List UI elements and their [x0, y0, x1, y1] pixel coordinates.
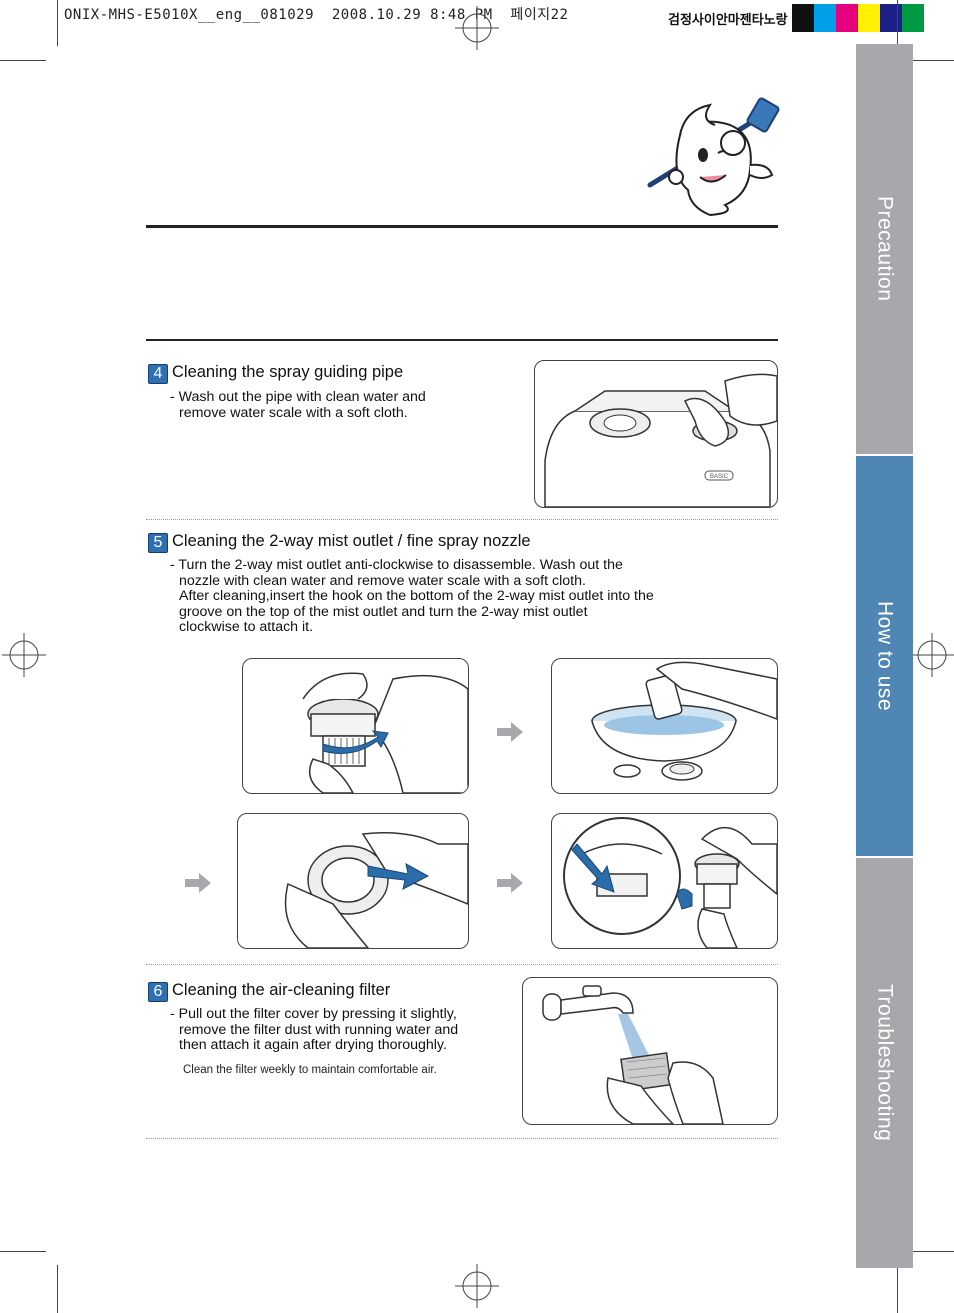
color-bar-label: 검정사이안마젠타노랑: [668, 12, 788, 28]
next-step-arrow-icon: [185, 873, 211, 893]
mascot-illustration: [647, 97, 780, 217]
swatch-green: [901, 4, 924, 32]
tab-precaution[interactable]: Precaution: [856, 44, 913, 454]
illustration-wash-outlet: [551, 658, 778, 794]
step-number-badge: 5: [148, 533, 168, 553]
crop-mark: [0, 60, 46, 61]
section-title: Cleaning the spray guiding pipe: [172, 363, 404, 381]
description-line: groove on the top of the mist outlet and…: [179, 603, 588, 620]
description-line: - Wash out the pipe with clean water and: [170, 389, 426, 405]
section-description: - Pull out the filter cover by pressing …: [170, 1006, 459, 1054]
step-number-badge: 4: [148, 364, 168, 384]
section-divider: [146, 519, 778, 520]
crop-mark: [912, 1251, 954, 1252]
swatch-blue: [879, 4, 902, 32]
swatch-yellow: [857, 4, 880, 32]
description-line: - Turn the 2-way mist outlet anti-clockw…: [170, 557, 623, 573]
section-divider: [146, 1138, 778, 1139]
illustration-attach-outlet: [551, 813, 778, 949]
crop-mark: [897, 0, 898, 46]
description-line: remove the filter dust with running wate…: [179, 1021, 459, 1038]
tab-how-to-use-label: How to use: [873, 600, 897, 712]
illustration-rinse-filter: [522, 977, 778, 1125]
description-line: remove water scale with a soft cloth.: [179, 404, 408, 421]
crop-mark: [57, 0, 58, 46]
crop-mark: [897, 1265, 898, 1313]
crop-mark: [0, 1251, 46, 1252]
section-description: - Turn the 2-way mist outlet anti-clockw…: [170, 557, 654, 636]
registration-target-icon: [455, 1264, 499, 1308]
tab-troubleshooting-label: Troubleshooting: [873, 984, 897, 1142]
color-registration-bar: 검정사이안마젠타노랑: [668, 4, 924, 32]
illustration-badge-text: BASIC: [710, 474, 729, 480]
registration-target-icon: [2, 633, 46, 677]
next-step-arrow-icon: [497, 873, 523, 893]
description-line: - Pull out the filter cover by pressing …: [170, 1006, 457, 1022]
header-rule-bottom: [146, 339, 778, 341]
tab-troubleshooting[interactable]: Troubleshooting: [856, 858, 913, 1268]
section-divider: [146, 964, 778, 965]
swatch-cyan: [813, 4, 836, 32]
illustration-turn-outlet: [242, 658, 469, 794]
description-line: After cleaning,insert the hook on the bo…: [179, 588, 654, 604]
crop-mark: [912, 60, 954, 61]
tab-how-to-use[interactable]: How to use: [856, 456, 913, 856]
illustration-insert-hook: [237, 813, 469, 949]
step-number-badge: 6: [148, 982, 168, 1002]
section-note: Clean the filter weekly to maintain comf…: [183, 1064, 437, 1076]
illustration-wiping-pipe: BASIC: [534, 360, 778, 508]
section-title: Cleaning the air-cleaning filter: [172, 981, 391, 999]
registration-target-icon: [910, 633, 954, 677]
registration-target-icon: [455, 6, 499, 50]
next-step-arrow-icon: [497, 722, 523, 742]
section-title: Cleaning the 2-way mist outlet / fine sp…: [172, 532, 531, 550]
description-line: clockwise to attach it.: [179, 619, 314, 635]
swatch-black: [791, 4, 814, 32]
header-rule-top: [146, 225, 778, 228]
swatch-magenta: [835, 4, 858, 32]
tab-precaution-label: Precaution: [873, 196, 897, 302]
description-line: nozzle with clean water and remove water…: [179, 572, 586, 589]
description-line: then attach it again after drying thorou…: [179, 1037, 447, 1053]
section-description: - Wash out the pipe with clean water and…: [170, 389, 426, 421]
crop-mark: [57, 1265, 58, 1313]
